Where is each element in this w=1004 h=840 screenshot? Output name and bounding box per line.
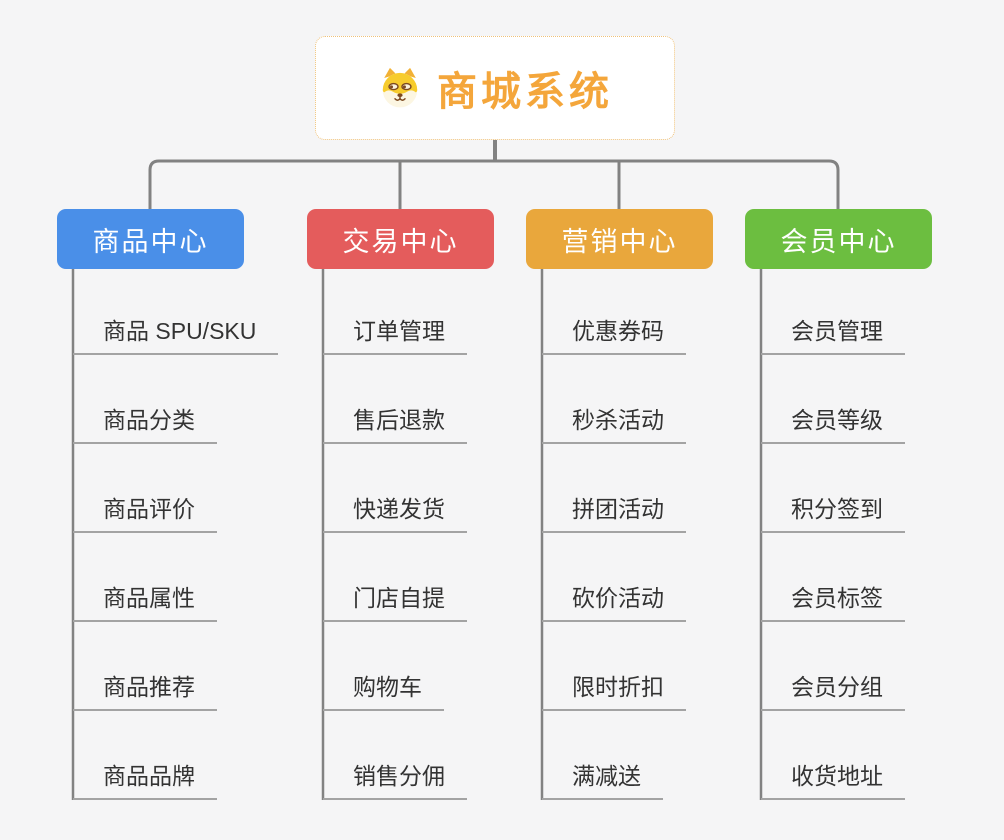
leaf-row: 会员等级 — [761, 355, 1001, 444]
leaf-node[interactable]: 商品评价 — [73, 490, 217, 533]
leaf-node[interactable]: 秒杀活动 — [542, 401, 686, 444]
leaf-row: 优惠券码 — [542, 266, 782, 355]
leaf-node[interactable]: 收货地址 — [761, 757, 905, 800]
leaf-row: 砍价活动 — [542, 533, 782, 622]
leaf-row: 购物车 — [323, 622, 563, 711]
leaf-row: 积分签到 — [761, 444, 1001, 533]
branch-node-trade-center[interactable]: 交易中心 — [307, 209, 494, 269]
branch-children-marketing: 优惠券码 秒杀活动 拼团活动 砍价活动 限时折扣 满减送 — [542, 266, 782, 800]
leaf-node[interactable]: 满减送 — [542, 757, 663, 800]
leaf-row: 拼团活动 — [542, 444, 782, 533]
leaf-node[interactable]: 商品属性 — [73, 579, 217, 622]
branch-children-trade: 订单管理 售后退款 快递发货 门店自提 购物车 销售分佣 — [323, 266, 563, 800]
branch-label: 会员中心 — [780, 226, 897, 257]
leaf-node[interactable]: 商品品牌 — [73, 757, 217, 800]
leaf-row: 秒杀活动 — [542, 355, 782, 444]
leaf-row: 收货地址 — [761, 711, 1001, 800]
leaf-node[interactable]: 售后退款 — [323, 401, 467, 444]
branch-node-product-center[interactable]: 商品中心 — [57, 209, 244, 269]
leaf-node[interactable]: 会员标签 — [761, 579, 905, 622]
shiba-dog-icon — [377, 65, 423, 111]
leaf-row: 商品 SPU/SKU — [73, 266, 313, 355]
branch-label: 营销中心 — [561, 226, 678, 257]
leaf-node[interactable]: 订单管理 — [323, 312, 467, 355]
leaf-node[interactable]: 商品分类 — [73, 401, 217, 444]
leaf-node[interactable]: 门店自提 — [323, 579, 467, 622]
branch-label: 交易中心 — [342, 226, 459, 257]
leaf-node[interactable]: 会员等级 — [761, 401, 905, 444]
leaf-node[interactable]: 商品推荐 — [73, 668, 217, 711]
branch-children-member: 会员管理 会员等级 积分签到 会员标签 会员分组 收货地址 — [761, 266, 1001, 800]
leaf-row: 门店自提 — [323, 533, 563, 622]
leaf-node[interactable]: 商品 SPU/SKU — [73, 312, 279, 355]
leaf-row: 会员管理 — [761, 266, 1001, 355]
branch-node-member-center[interactable]: 会员中心 — [745, 209, 932, 269]
leaf-row: 销售分佣 — [323, 711, 563, 800]
leaf-row: 商品品牌 — [73, 711, 313, 800]
leaf-node[interactable]: 优惠券码 — [542, 312, 686, 355]
leaf-node[interactable]: 购物车 — [323, 668, 444, 711]
leaf-node[interactable]: 会员管理 — [761, 312, 905, 355]
leaf-row: 售后退款 — [323, 355, 563, 444]
leaf-row: 限时折扣 — [542, 622, 782, 711]
branch-node-marketing-center[interactable]: 营销中心 — [526, 209, 713, 269]
root-node[interactable]: 商城系统 — [315, 36, 675, 140]
leaf-row: 商品属性 — [73, 533, 313, 622]
leaf-row: 商品推荐 — [73, 622, 313, 711]
leaf-row: 会员标签 — [761, 533, 1001, 622]
leaf-node[interactable]: 积分签到 — [761, 490, 905, 533]
leaf-row: 会员分组 — [761, 622, 1001, 711]
leaf-node[interactable]: 销售分佣 — [323, 757, 467, 800]
leaf-row: 商品分类 — [73, 355, 313, 444]
leaf-row: 快递发货 — [323, 444, 563, 533]
root-title: 商城系统 — [437, 70, 613, 114]
leaf-node[interactable]: 快递发货 — [323, 490, 467, 533]
leaf-node[interactable]: 限时折扣 — [542, 668, 686, 711]
leaf-row: 订单管理 — [323, 266, 563, 355]
leaf-node[interactable]: 拼团活动 — [542, 490, 686, 533]
leaf-node[interactable]: 砍价活动 — [542, 579, 686, 622]
leaf-row: 商品评价 — [73, 444, 313, 533]
branch-label: 商品中心 — [92, 226, 209, 257]
branch-children-product: 商品 SPU/SKU 商品分类 商品评价 商品属性 商品推荐 商品品牌 — [73, 266, 313, 800]
leaf-row: 满减送 — [542, 711, 782, 800]
leaf-node[interactable]: 会员分组 — [761, 668, 905, 711]
